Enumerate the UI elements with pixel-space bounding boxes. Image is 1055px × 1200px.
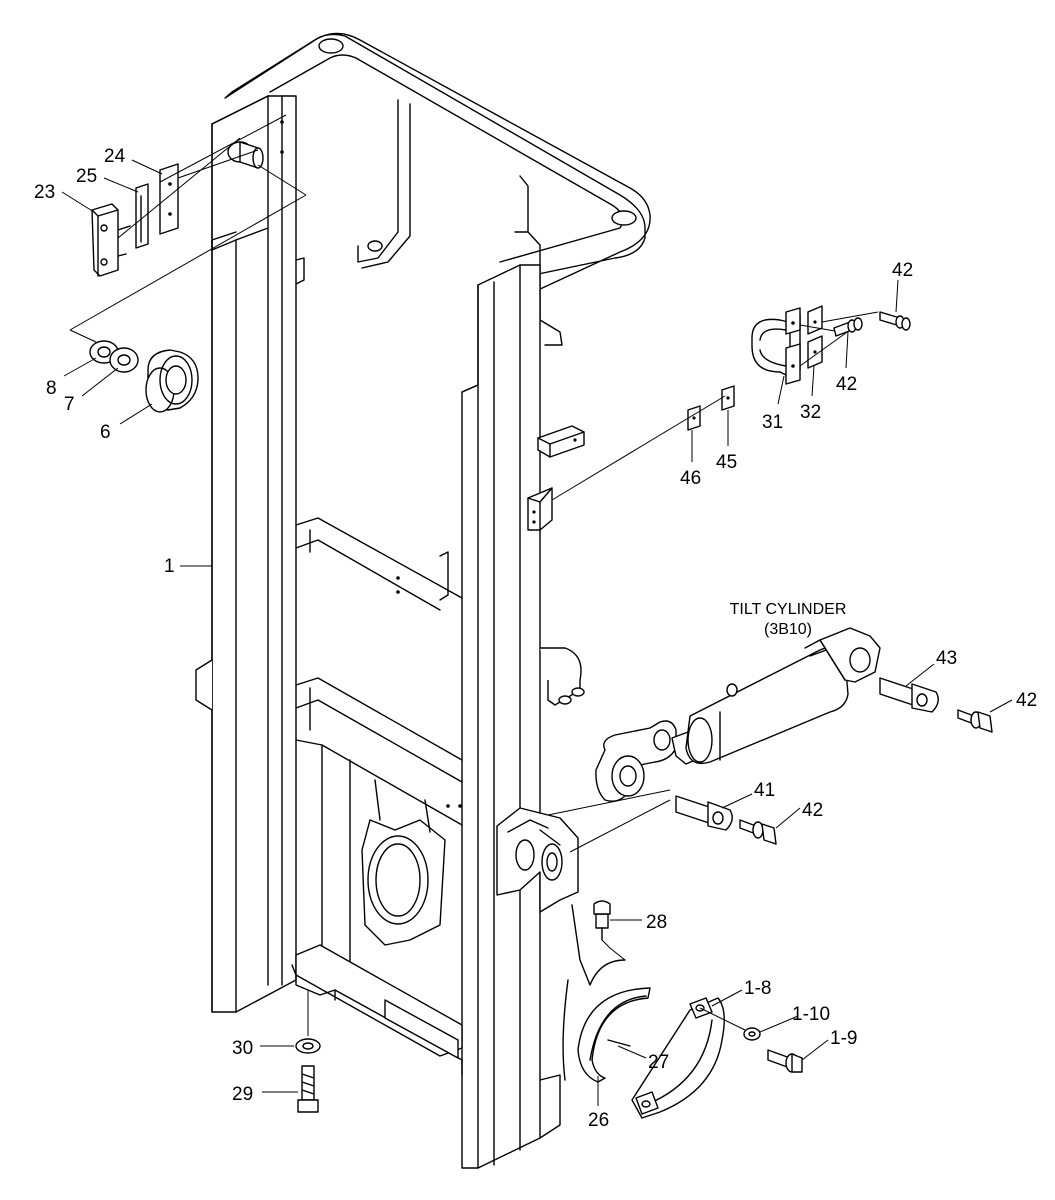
part-42-bolt-right xyxy=(957,709,993,733)
callout-26: 26 xyxy=(588,1110,609,1131)
right-upright xyxy=(461,264,561,1169)
annotation-tilt-cylinder: TILT CYLINDER (3B10) xyxy=(730,601,847,638)
assembly-lines-cylinder xyxy=(547,789,671,853)
assembly-lines-left xyxy=(69,114,307,343)
callout-1: 1 xyxy=(164,556,175,577)
tilt-bracket xyxy=(496,807,579,913)
callout-28: 28 xyxy=(646,912,667,933)
callout-32: 32 xyxy=(800,402,821,423)
side-bracket xyxy=(540,647,585,706)
part-41-pin xyxy=(675,795,733,831)
callout-23: 23 xyxy=(34,182,55,203)
rail-pads xyxy=(527,425,585,531)
part-25-shim xyxy=(135,183,149,249)
part-1-10-washer xyxy=(743,1027,761,1041)
cross-members xyxy=(291,517,463,1076)
leader-lines xyxy=(61,159,1013,1106)
part-45-shim xyxy=(721,385,735,411)
callout-31: 31 xyxy=(762,412,783,433)
callout-labels: 23 24 25 8 7 6 1 42 42 31 32 45 46 43 42… xyxy=(34,146,1037,1131)
part-26-bushing xyxy=(577,987,651,1083)
assembly-lines-lower-right xyxy=(601,939,746,1031)
part-24-plate xyxy=(159,163,179,235)
lower-trunnion xyxy=(562,904,626,1081)
part-6-bearing xyxy=(145,349,199,413)
callout-45: 45 xyxy=(716,452,737,473)
callout-42-right: 42 xyxy=(1016,690,1037,711)
callout-42-lower: 42 xyxy=(802,800,823,821)
top-crossbeam xyxy=(224,32,651,346)
part-30-washer xyxy=(295,1038,321,1054)
part-43-pin xyxy=(879,677,939,713)
part-27-pin xyxy=(607,1039,631,1047)
assembly-lines-right xyxy=(551,311,879,501)
callout-24: 24 xyxy=(104,146,126,167)
callout-41: 41 xyxy=(754,780,775,801)
callout-8: 8 xyxy=(46,378,57,399)
upper-roller-stub xyxy=(227,141,264,169)
callout-1-8: 1-8 xyxy=(744,978,771,999)
part-42-bolt-lower xyxy=(739,819,777,845)
part-42-bolt-mid xyxy=(833,317,863,337)
callout-27: 27 xyxy=(648,1052,669,1073)
callout-7: 7 xyxy=(64,394,75,415)
callout-29: 29 xyxy=(232,1084,253,1105)
part-31-clamp xyxy=(751,307,801,385)
left-upright xyxy=(195,95,305,1013)
tilt-cylinder xyxy=(595,627,881,802)
callout-6: 6 xyxy=(100,422,111,443)
annotation-title-line2: (3B10) xyxy=(764,621,812,638)
callout-42-mid: 42 xyxy=(836,374,857,395)
callout-43: 43 xyxy=(936,648,957,669)
part-23-stopper xyxy=(91,203,131,277)
callout-46: 46 xyxy=(680,468,701,489)
part-28-grease-fitting xyxy=(593,900,611,941)
callout-1-10: 1-10 xyxy=(792,1004,830,1025)
part-29-bolt xyxy=(297,1065,319,1113)
callout-1-9: 1-9 xyxy=(830,1028,857,1049)
part-46-shim xyxy=(687,405,701,431)
part-1-8-cap xyxy=(631,997,725,1119)
part-1-9-bolt xyxy=(767,1049,803,1073)
part-42-bolt-upper xyxy=(879,311,911,331)
annotation-title-line1: TILT CYLINDER xyxy=(730,601,847,618)
part-7-washer xyxy=(109,347,139,373)
callout-25: 25 xyxy=(76,166,97,187)
callout-30: 30 xyxy=(232,1038,253,1059)
callout-42-top: 42 xyxy=(892,260,913,281)
